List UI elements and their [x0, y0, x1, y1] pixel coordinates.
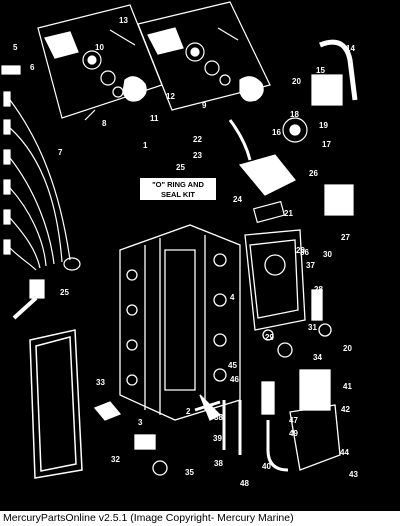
- callout-6: 6: [30, 63, 35, 72]
- callout-34: 34: [313, 353, 322, 362]
- callout-20c: 20: [343, 344, 352, 353]
- callout-32: 32: [111, 455, 120, 464]
- callout-20b: 20: [296, 246, 305, 255]
- callout-48: 48: [240, 479, 249, 488]
- callout-19: 19: [319, 121, 328, 130]
- callout-24: 24: [233, 195, 242, 204]
- gasket: [29, 329, 83, 479]
- callout-40: 40: [262, 462, 271, 471]
- callout-38b: 38: [214, 459, 223, 468]
- callout-21: 21: [284, 209, 293, 218]
- callout-45: 45: [228, 361, 237, 370]
- thermostat-housing: [244, 229, 332, 358]
- carburetor-linkage-panel-right: [137, 1, 271, 111]
- o-ring-seal-kit-box: "O" RING AND SEAL KIT: [140, 178, 216, 200]
- callout-29: 29: [265, 333, 274, 342]
- callout-15: 15: [316, 66, 325, 75]
- callout-46: 46: [230, 375, 239, 384]
- callout-22: 22: [193, 135, 202, 144]
- callout-42: 42: [341, 405, 350, 414]
- callout-27: 27: [341, 233, 350, 242]
- diagram-canvas: "O" RING AND SEAL KIT 1 2 3 4 5 6 7 8 9 …: [1, 1, 359, 488]
- callout-31: 31: [308, 323, 317, 332]
- callout-36: 36: [300, 248, 309, 257]
- callout-16: 16: [272, 128, 281, 137]
- callout-8: 8: [102, 119, 107, 128]
- fuel-pump-assembly: [228, 39, 358, 224]
- carburetor-linkage-panel-left: [37, 4, 163, 121]
- callout-20a: 20: [292, 77, 301, 86]
- callout-47: 47: [289, 416, 298, 425]
- kit-label-line1: "O" RING AND: [152, 180, 204, 189]
- lower-components: [93, 369, 341, 476]
- callout-18: 18: [290, 110, 299, 119]
- callout-37: 37: [306, 261, 315, 270]
- callout-2: 2: [186, 407, 191, 416]
- callout-23: 23: [193, 151, 202, 160]
- callout-28: 28: [314, 285, 323, 294]
- callout-10: 10: [95, 43, 104, 52]
- part-number-callouts: 1 2 3 4 5 6 7 8 9 10 11 12 13 14 15 16 1…: [13, 16, 358, 488]
- callout-35: 35: [185, 468, 194, 477]
- callout-14: 14: [346, 44, 355, 53]
- callout-4: 4: [230, 293, 235, 302]
- exploded-parts-diagram: "O" RING AND SEAL KIT 1 2 3 4 5 6 7 8 9 …: [1, 1, 359, 488]
- callout-25a: 25: [176, 163, 185, 172]
- kit-label-line2: SEAL KIT: [161, 190, 195, 199]
- callout-7: 7: [58, 148, 63, 157]
- callout-11: 11: [150, 114, 159, 123]
- callout-1: 1: [143, 141, 148, 150]
- callout-49: 49: [289, 429, 298, 438]
- callout-43: 43: [349, 470, 358, 479]
- copyright-footer: MercuryPartsOnline v2.5.1 (Image Copyrig…: [0, 511, 400, 526]
- callout-13: 13: [119, 16, 128, 25]
- callout-41: 41: [343, 382, 352, 391]
- callout-39: 39: [213, 434, 222, 443]
- fuel-line-fittings: [1, 65, 81, 320]
- callout-5: 5: [13, 43, 18, 52]
- callout-26: 26: [309, 169, 318, 178]
- callout-12: 12: [166, 92, 175, 101]
- callout-30: 30: [323, 250, 332, 259]
- callout-33: 33: [96, 378, 105, 387]
- callout-25b: 25: [60, 288, 69, 297]
- callout-44: 44: [340, 448, 349, 457]
- callout-9: 9: [202, 101, 207, 110]
- callout-17: 17: [322, 140, 331, 149]
- callout-3: 3: [138, 418, 143, 427]
- callout-38a: 38: [214, 413, 223, 422]
